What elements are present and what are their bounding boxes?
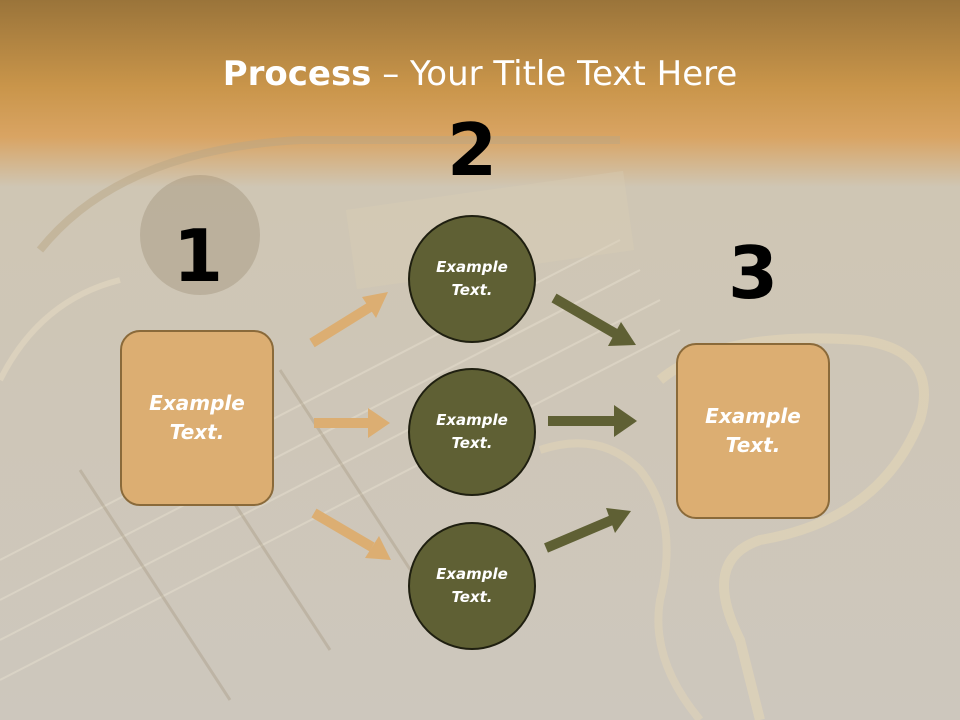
step-number-1: 1	[172, 214, 224, 298]
step-2-circle-bottom: Example Text.	[408, 522, 536, 650]
step-number-3: 3	[727, 231, 779, 315]
title-bold: Process	[222, 54, 372, 94]
step-2-circle-top: Example Text.	[408, 215, 536, 343]
slide-title: Process – Your Title Text Here	[0, 52, 960, 96]
step-1-label: Example Text.	[149, 391, 245, 444]
circle-top-label: Example Text.	[436, 258, 508, 299]
step-2-circle-middle: Example Text.	[408, 368, 536, 496]
step-number-2: 2	[446, 108, 498, 192]
step-1-box: Example Text.	[120, 330, 274, 506]
circle-bottom-label: Example Text.	[436, 565, 508, 606]
circle-middle-label: Example Text.	[436, 411, 508, 452]
title-rest: – Your Title Text Here	[371, 54, 738, 94]
step-3-box: Example Text.	[676, 343, 830, 519]
step-3-label: Example Text.	[705, 404, 801, 457]
